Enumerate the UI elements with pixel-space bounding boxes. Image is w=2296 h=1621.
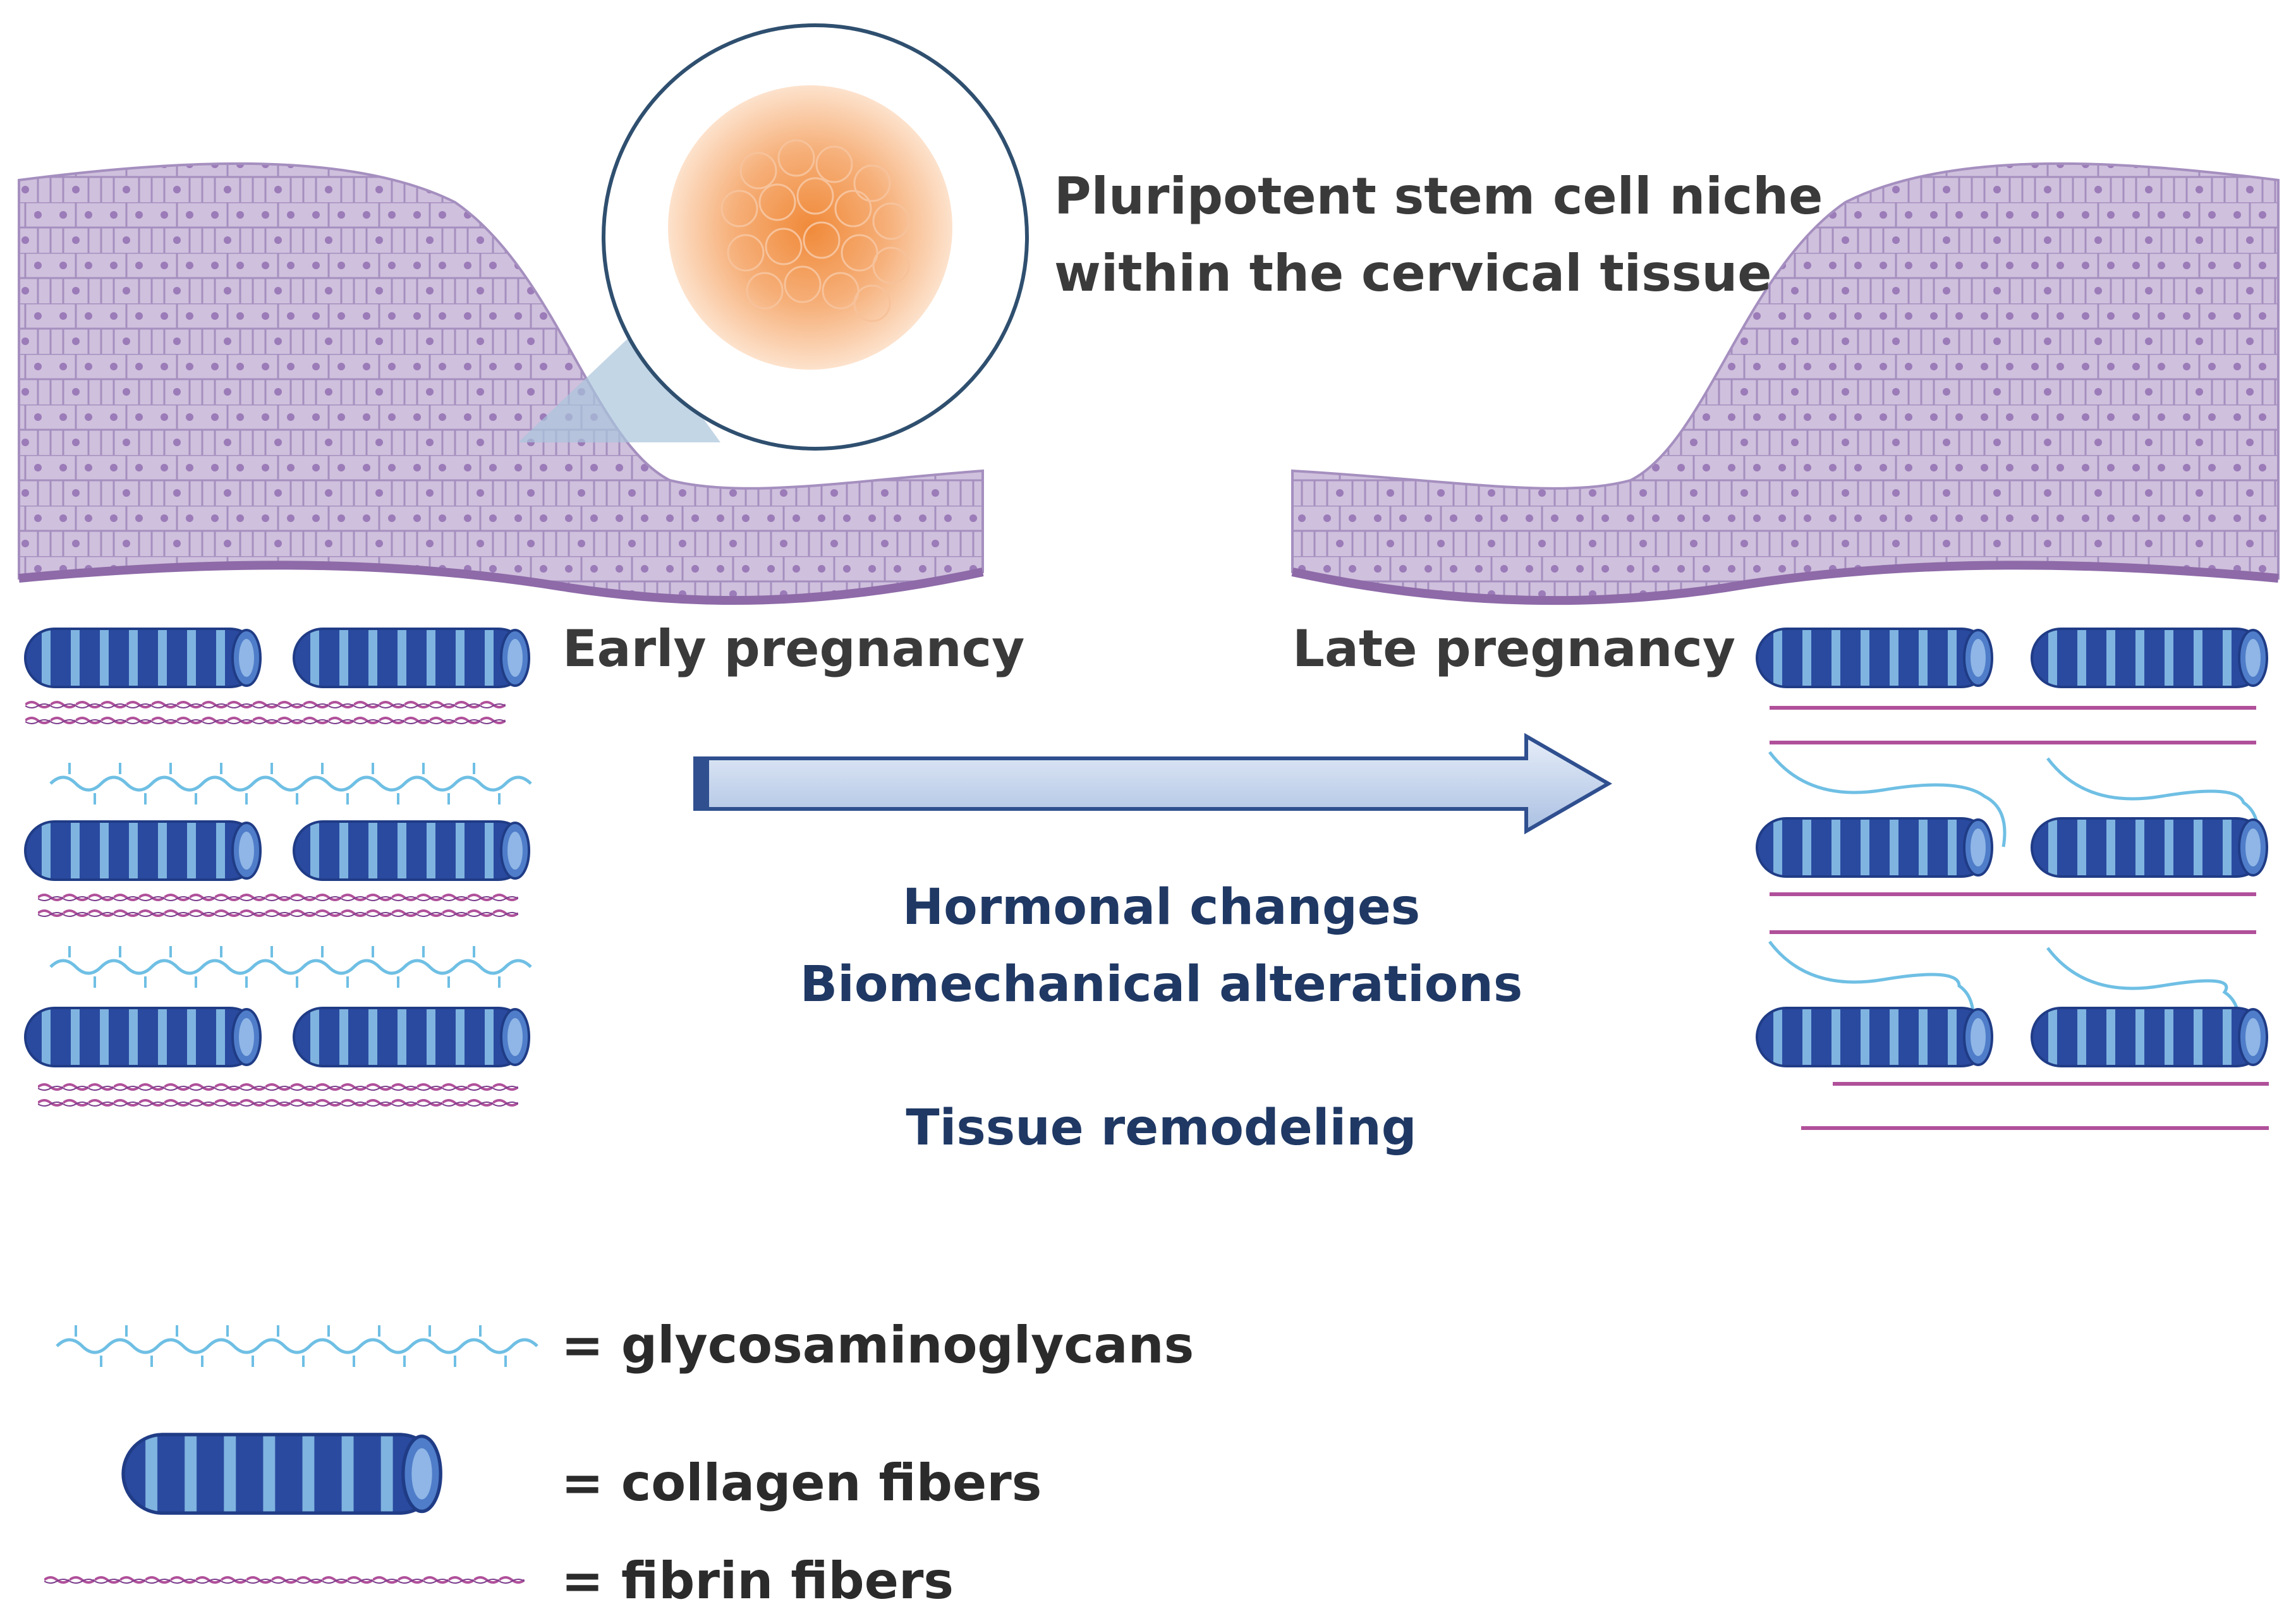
late-pregnancy-label: Late pregnancy [1292, 619, 1736, 678]
right-arrow-icon [693, 732, 1613, 835]
collagen-fiber-icon [1756, 817, 1993, 878]
collagen-fiber-icon [2031, 628, 2268, 688]
collagen-fiber-icon [1756, 1007, 1993, 1067]
glycosaminoglycan-icon [57, 1325, 537, 1367]
tissue-remodeling-label: Tissue remodeling [906, 1100, 1417, 1157]
legend-collagen-label: = collagen fibers [561, 1454, 1042, 1512]
left-epithelium [18, 162, 984, 605]
glycosaminoglycan-icon [51, 946, 531, 988]
fibrin-fiber-icon [44, 1574, 525, 1588]
niche-label-line1: Pluripotent stem cell niche [1054, 167, 1823, 226]
collagen-fiber-icon [2031, 817, 2268, 878]
fibrin-fiber-icon [38, 1096, 518, 1110]
early-pregnancy-label: Early pregnancy [562, 619, 1025, 678]
collagen-fiber-icon [24, 1007, 262, 1067]
collagen-fiber-icon [123, 1435, 440, 1513]
fibrin-fiber-icon [38, 891, 518, 905]
left-ecm-early [24, 628, 531, 1110]
fibrin-fiber-icon [25, 698, 506, 712]
fibrin-fiber-icon [25, 714, 506, 728]
glycosaminoglycan-icon [51, 763, 531, 804]
stem-cell-cluster-icon [668, 85, 952, 370]
niche-label-line2: within the cervical tissue [1054, 244, 1772, 303]
biomechanical-alterations-label: Biomechanical alterations [799, 956, 1523, 1013]
legend-fibrin-label: = fibrin fibers [561, 1551, 954, 1610]
collagen-fiber-icon [293, 628, 530, 688]
hormonal-changes-label: Hormonal changes [902, 879, 1421, 936]
fibrin-fiber-icon [38, 1081, 518, 1095]
zoom-cone [518, 329, 720, 442]
collagen-fiber-icon [1756, 628, 1993, 688]
right-ecm-late [1756, 628, 2269, 1130]
collagen-fiber-icon [2031, 1007, 2268, 1067]
legend-icons [44, 1325, 537, 1588]
legend-gag-label: = glycosaminoglycans [561, 1316, 1194, 1375]
fibrin-fiber-icon [38, 907, 518, 921]
collagen-fiber-icon [24, 628, 262, 688]
niche-label: Pluripotent stem cell niche within the c… [1054, 158, 1823, 312]
collagen-fiber-icon [293, 1007, 530, 1067]
process-labels: Hormonal changes Biomechanical alteratio… [777, 869, 1545, 1023]
collagen-fiber-icon [24, 820, 262, 881]
collagen-fiber-icon [293, 820, 530, 881]
right-epithelium [1291, 162, 2280, 605]
